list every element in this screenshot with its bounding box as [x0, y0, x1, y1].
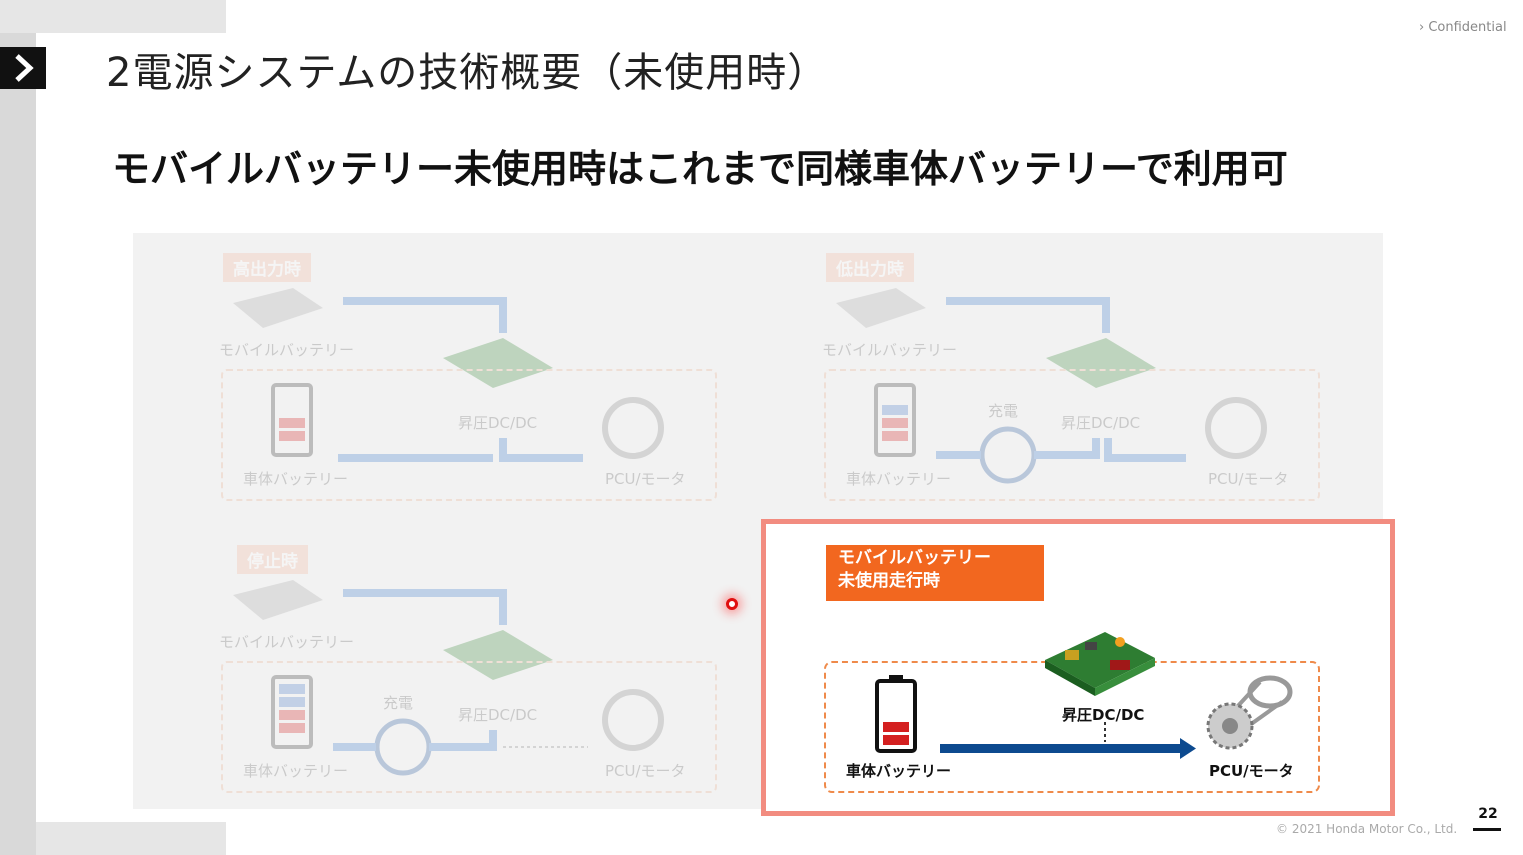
mobile-battery-icon — [233, 288, 323, 328]
dcdc-board-icon — [1046, 338, 1156, 388]
highlight-tag-line2: 未使用走行時 — [838, 571, 940, 591]
chevron-right-icon — [15, 54, 34, 82]
mobile-battery-icon — [233, 580, 323, 620]
slide-subtitle: モバイルバッテリー未使用時はこれまで同様車体バッテリーで利用可 — [112, 147, 1288, 191]
page-number: 22 — [1478, 806, 1498, 822]
dcdc-board-icon — [443, 338, 553, 388]
body-battery-label: 車体バッテリー — [846, 470, 952, 488]
mobile-battery-label: モバイルバッテリー — [219, 341, 355, 359]
panel-tag: 停止時 — [237, 545, 308, 574]
flow-diagram — [836, 288, 1267, 484]
gear-motor-icon — [602, 397, 664, 459]
pcu-label: PCU/モータ — [1208, 470, 1289, 488]
arrow-icon — [940, 738, 1196, 759]
system-boundary — [221, 369, 717, 501]
battery-icon — [874, 383, 916, 457]
bottom-left-frame — [36, 822, 226, 855]
battery-icon — [875, 675, 917, 753]
highlight-tag-line1: モバイルバッテリー — [838, 548, 991, 568]
arrow-icon — [946, 297, 1110, 333]
dcdc-board-icon — [443, 630, 553, 680]
panel-high-output: 高出力時 モバイルバッテリー 昇圧DC/DC 車体バッテリー PCU/モータ — [133, 233, 758, 521]
dcdc-board-icon — [1045, 632, 1155, 696]
top-left-frame — [0, 0, 226, 33]
panel-tag: 高出力時 — [223, 253, 311, 282]
left-frame — [0, 0, 36, 855]
pcu-label: PCU/モータ — [605, 762, 686, 780]
chevron-right-icon: › — [1419, 20, 1425, 35]
system-boundary — [221, 661, 717, 793]
copyright: © 2021 Honda Motor Co., Ltd. — [1276, 822, 1458, 836]
gear-motor-icon — [1205, 397, 1267, 459]
arrow-icon — [343, 589, 507, 625]
system-boundary — [824, 369, 1320, 501]
bottom-right-frame — [226, 822, 1523, 855]
battery-icon — [271, 383, 313, 457]
panel-tag: 低出力時 — [826, 253, 914, 282]
pcu-label: PCU/モータ — [605, 470, 686, 488]
dcdc-label: 昇圧DC/DC — [1061, 414, 1141, 432]
top-right-frame — [226, 0, 1523, 33]
gear-motor-icon — [602, 689, 664, 751]
mobile-battery-label: モバイルバッテリー — [219, 633, 355, 651]
confidential-text: Confidential — [1428, 20, 1507, 35]
confidential-label: › Confidential — [1419, 20, 1507, 35]
pcu-label: PCU/モータ — [1209, 762, 1294, 780]
charge-label: 充電 — [383, 694, 414, 712]
mobile-battery-label: モバイルバッテリー — [822, 341, 958, 359]
battery-icon — [271, 675, 313, 749]
arrow-icon — [1104, 438, 1186, 462]
section-marker — [0, 47, 46, 89]
body-battery-label: 車体バッテリー — [243, 470, 349, 488]
arrow-icon — [499, 438, 583, 462]
arrow-icon — [343, 297, 507, 333]
laser-pointer — [726, 598, 738, 610]
dcdc-label: 昇圧DC/DC — [458, 706, 538, 724]
highlight-flow-diagram — [875, 632, 1293, 759]
flow-diagram — [233, 580, 664, 776]
flow-diagram — [233, 288, 664, 462]
highlight-tag: モバイルバッテリー 未使用走行時 — [826, 545, 1044, 601]
gear-motor-icon — [1206, 675, 1293, 750]
dcdc-label: 昇圧DC/DC — [1062, 706, 1145, 724]
page-number-underline — [1473, 828, 1501, 831]
mobile-battery-icon — [836, 288, 926, 328]
charge-icon — [374, 718, 432, 776]
panel-low-output: 低出力時 モバイルバッテリー 充電 昇圧DC/DC 車体バッテリー PCU/モー… — [736, 233, 1361, 521]
dcdc-label: 昇圧DC/DC — [458, 414, 538, 432]
panel-stopped: 停止時 モバイルバッテリー 充電 昇圧DC/DC 車体バッテリー PCU/モータ — [133, 525, 758, 813]
slide-title: 2電源システムの技術概要（未使用時） — [106, 50, 829, 96]
charge-icon — [979, 426, 1037, 484]
body-battery-label: 車体バッテリー — [846, 762, 952, 780]
charge-label: 充電 — [988, 402, 1019, 420]
body-battery-label: 車体バッテリー — [243, 762, 349, 780]
